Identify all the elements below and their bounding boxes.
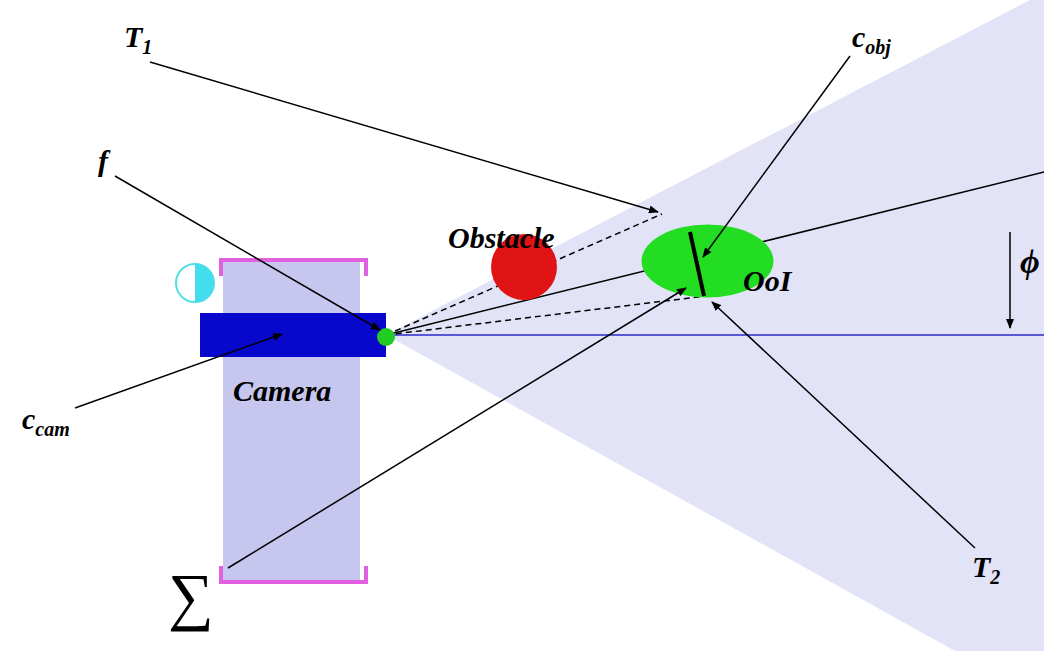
leader-line [703,56,850,257]
vehicle-bracket [221,260,366,276]
object-ellipse: OoI [641,224,774,298]
leader-line [228,288,686,568]
ray-dashed [386,214,662,335]
reference-axis [392,334,1044,336]
point-label: T1 [124,22,152,57]
sensor-half [195,264,214,302]
angle-arrow [1009,232,1011,328]
camera-bar [200,313,386,357]
focal-label: f [98,146,108,176]
object-label: OoI [743,266,791,296]
ray-dashed [386,296,706,335]
vehicle-bracket [221,566,366,582]
camera-label: Camera [233,376,331,406]
optical-axis [386,172,1044,335]
sigma-segment [690,232,704,296]
leader-line [115,176,380,330]
leader-line [712,302,975,548]
field-of-view [386,0,1044,651]
center-label: cobj [852,22,891,57]
center-label: ccam [22,404,70,439]
obstacle-label: Obstacle [448,223,555,253]
angle-label: ϕ [1020,245,1040,279]
leader-line [150,62,658,212]
point-label: T2 [972,552,1000,587]
focal-point [377,328,395,346]
sensor-circle [176,264,214,302]
obstacle-circle: Obstacle [490,233,558,301]
vehicle-body [223,262,360,580]
sigma-label: ∑ [168,565,214,629]
